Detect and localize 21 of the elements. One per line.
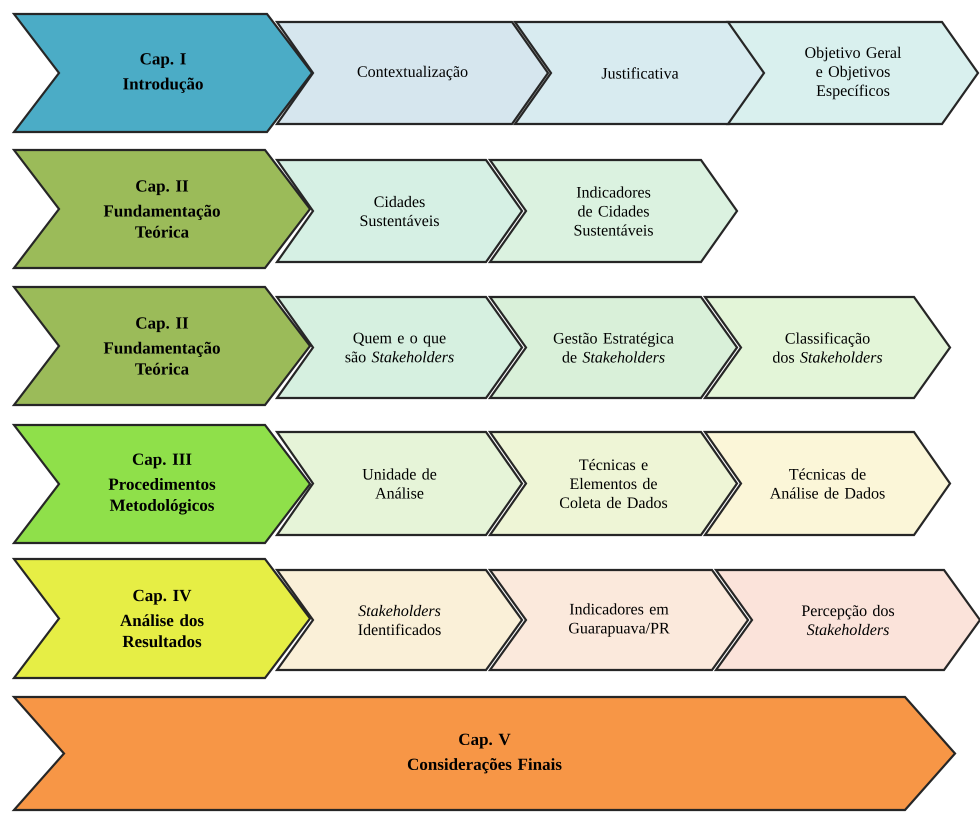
topic-box: Classificação dos Stakeholders [702, 296, 952, 400]
topic-box: Contextualização [274, 20, 550, 126]
topic-box: Técnicas e Elementos de Coleta de Dados [488, 430, 738, 536]
chapter-box: Cap. II Fundamentação Teórica [12, 148, 312, 270]
chapter-box: Cap. II Fundamentação Teórica [12, 286, 312, 406]
topic-box: Percepção dos Stakeholders [714, 568, 980, 672]
topic-box: Indicadores de Cidades Sustentáveis [488, 158, 738, 264]
node-label: Objetivo Geral e Objetivos Específicos [805, 46, 902, 100]
topic-box: Justificativa [512, 20, 766, 126]
topic-box: Cidades Sustentáveis [274, 158, 524, 264]
chapter-box: Cap. III Procedimentos Metodológicos [12, 424, 312, 544]
topic-box: Unidade de Análise [274, 430, 524, 536]
topic-box: Gestão Estratégica de Stakeholders [488, 296, 738, 400]
chapter-box: Cap. IV Análise dos Resultados [12, 558, 312, 680]
chapter-box: Cap. V Considerações Finais [12, 696, 956, 812]
topic-box: Objetivo Geral e Objetivos Específicos [726, 20, 980, 126]
chapter-box: Cap. I Introdução [12, 12, 314, 134]
topic-box: Técnicas de Análise de Dados [702, 430, 952, 536]
topic-box: Stakeholders Identificados [274, 568, 524, 672]
topic-box: Quem e o que são Stakeholders [274, 296, 524, 400]
topic-box: Indicadores em Guarapuava/PR [488, 568, 750, 672]
